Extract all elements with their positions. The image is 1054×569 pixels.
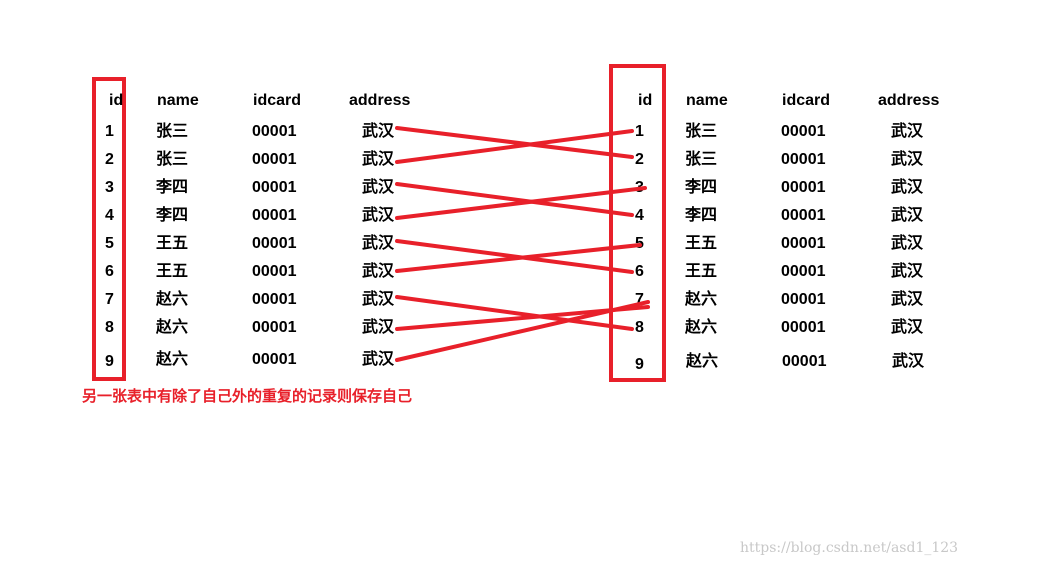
right-header-address: address — [878, 92, 940, 109]
left-table: id name idcard address 1 张三 00001 武汉 2 张… — [0, 0, 420, 400]
left-row-3-idcard: 00001 — [252, 179, 297, 196]
left-row-2-idcard: 00001 — [252, 151, 297, 168]
right-row-8-idcard: 00001 — [781, 319, 826, 336]
left-row-9-idcard: 00001 — [252, 351, 297, 368]
right-row-4-address: 武汉 — [891, 207, 924, 224]
left-header-id: id — [109, 92, 124, 109]
left-row-4-name: 李四 — [156, 207, 189, 224]
right-row-6-id: 6 — [635, 263, 644, 280]
left-row-2-id: 2 — [105, 151, 114, 168]
right-row-5-idcard: 00001 — [781, 235, 826, 252]
left-row-5-name: 王五 — [156, 235, 189, 252]
left-row-3-name: 李四 — [156, 179, 189, 196]
right-row-3-id: 3 — [635, 179, 644, 196]
left-row-2-address: 武汉 — [362, 151, 395, 168]
left-row-7-id: 7 — [105, 291, 114, 308]
right-row-7-id: 7 — [635, 291, 644, 308]
right-row-1-address: 武汉 — [891, 123, 924, 140]
right-row-3-idcard: 00001 — [781, 179, 826, 196]
right-row-9-idcard: 00001 — [782, 353, 827, 370]
right-header-id: id — [638, 92, 653, 109]
right-row-2-id: 2 — [635, 151, 644, 168]
left-header-idcard: idcard — [253, 92, 302, 109]
left-row-8-id: 8 — [105, 319, 114, 336]
right-row-4-idcard: 00001 — [781, 207, 826, 224]
link-6-to-5 — [395, 243, 642, 273]
left-row-3-id: 3 — [105, 179, 114, 196]
right-row-7-address: 武汉 — [891, 291, 924, 308]
left-row-5-address: 武汉 — [362, 235, 395, 252]
left-row-8-idcard: 00001 — [252, 319, 297, 336]
right-row-7-name: 赵六 — [685, 291, 718, 308]
left-header-name: name — [157, 92, 199, 109]
right-row-5-id: 5 — [635, 235, 644, 252]
explanation-note: 另一张表中有除了自己外的重复的记录则保存自己 — [82, 388, 413, 405]
right-row-3-name: 李四 — [685, 179, 718, 196]
right-row-9-address: 武汉 — [892, 353, 925, 370]
left-row-8-address: 武汉 — [362, 319, 395, 336]
left-row-9-id: 9 — [105, 353, 114, 370]
left-row-9-name: 赵六 — [156, 351, 189, 368]
right-row-1-name: 张三 — [685, 123, 718, 140]
left-row-9-address: 武汉 — [362, 351, 395, 368]
link-2-to-1 — [395, 129, 634, 164]
right-row-3-address: 武汉 — [891, 179, 924, 196]
right-row-2-name: 张三 — [685, 151, 718, 168]
right-row-1-idcard: 00001 — [781, 123, 826, 140]
left-row-3-address: 武汉 — [362, 179, 395, 196]
left-row-4-address: 武汉 — [362, 207, 395, 224]
right-row-8-address: 武汉 — [891, 319, 924, 336]
right-row-1-id: 1 — [635, 123, 644, 140]
left-row-1-id: 1 — [105, 123, 114, 140]
link-3-to-4 — [395, 182, 634, 217]
right-row-8-name: 赵六 — [685, 319, 718, 336]
right-row-7-idcard: 00001 — [781, 291, 826, 308]
right-row-9-name: 赵六 — [686, 353, 719, 370]
right-header-name: name — [686, 92, 728, 109]
left-row-1-address: 武汉 — [362, 123, 395, 140]
link-5-to-6 — [395, 239, 634, 274]
link-4-to-3 — [395, 186, 647, 220]
right-row-6-address: 武汉 — [891, 263, 924, 280]
left-header-address: address — [349, 92, 411, 109]
right-id-column-highlight — [609, 64, 666, 382]
left-row-4-id: 4 — [105, 207, 114, 224]
left-row-1-name: 张三 — [156, 123, 189, 140]
right-table: id name idcard address 1 张三 00001 武汉 2 张… — [0, 0, 939, 400]
right-row-6-name: 王五 — [685, 263, 718, 280]
right-row-4-id: 4 — [635, 207, 644, 224]
left-row-5-idcard: 00001 — [252, 235, 297, 252]
right-row-4-name: 李四 — [685, 207, 718, 224]
link-7-to-8 — [395, 295, 634, 331]
left-row-6-id: 6 — [105, 263, 114, 280]
left-row-6-address: 武汉 — [362, 263, 395, 280]
right-row-2-address: 武汉 — [891, 151, 924, 168]
left-row-5-id: 5 — [105, 235, 114, 252]
right-header-idcard: idcard — [782, 92, 831, 109]
left-row-7-name: 赵六 — [156, 291, 189, 308]
left-row-1-idcard: 00001 — [252, 123, 297, 140]
left-row-8-name: 赵六 — [156, 319, 189, 336]
right-row-5-name: 王五 — [685, 235, 718, 252]
left-row-6-name: 王五 — [156, 263, 189, 280]
right-row-5-address: 武汉 — [891, 235, 924, 252]
right-row-8-id: 8 — [635, 319, 644, 336]
link-1-to-2 — [395, 126, 634, 159]
right-row-6-idcard: 00001 — [781, 263, 826, 280]
left-row-7-idcard: 00001 — [252, 291, 297, 308]
left-row-2-name: 张三 — [156, 151, 189, 168]
right-row-2-idcard: 00001 — [781, 151, 826, 168]
right-row-9-id: 9 — [635, 356, 644, 373]
left-row-4-idcard: 00001 — [252, 207, 297, 224]
watermark: https://blog.csdn.net/asd1_123 — [740, 540, 959, 556]
left-row-7-address: 武汉 — [362, 291, 395, 308]
left-row-6-idcard: 00001 — [252, 263, 297, 280]
left-id-column-highlight — [92, 77, 126, 381]
